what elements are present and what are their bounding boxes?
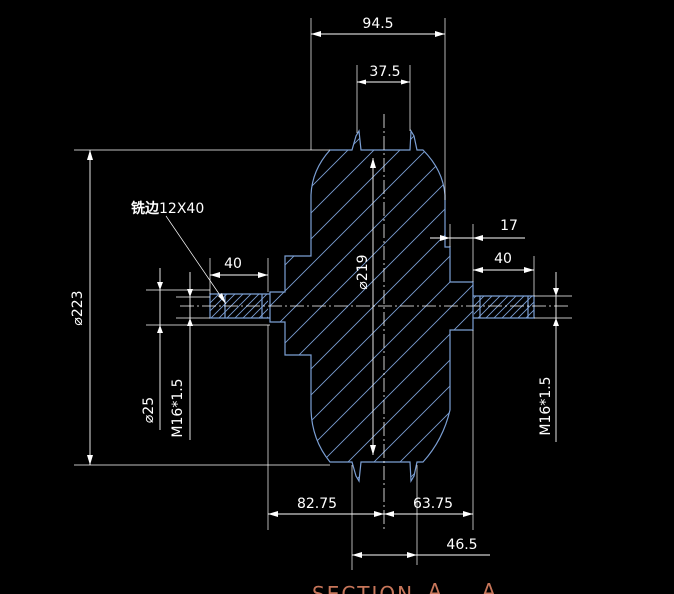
- section-letter-1: A: [428, 579, 444, 594]
- hatch-line: [658, 120, 674, 490]
- hatch-line: [538, 292, 568, 322]
- dim-text-17: 17: [500, 218, 518, 234]
- hatch-line: [270, 131, 301, 481]
- milling-text: 铣边12X40: [131, 200, 204, 217]
- hatch-line: [546, 292, 576, 322]
- hatch-line: [485, 296, 509, 318]
- milling-callout: 铣边12X40: [131, 200, 227, 305]
- hatch-line: [402, 292, 432, 322]
- dim-left-shaft-length: 40: [209, 256, 269, 294]
- hatch-line: [386, 292, 416, 322]
- dim-text-right-m16: M16*1.5: [538, 376, 554, 435]
- hatch-line: [562, 292, 592, 322]
- section-title-text: SECTION: [312, 582, 414, 594]
- hatch-line: [474, 296, 477, 299]
- hatch-line: [378, 292, 408, 322]
- hatch-line: [270, 131, 275, 481]
- hatch-line: [442, 292, 472, 322]
- hatch-line: [517, 301, 534, 318]
- section-title: SECTION A A: [312, 579, 498, 594]
- hatch-line: [103, 290, 135, 322]
- hatch-line: [151, 290, 183, 322]
- body-hatching: [0, 120, 674, 490]
- hatch-line: [143, 290, 175, 322]
- hatch-line: [397, 131, 473, 481]
- dim-text-right-40: 40: [494, 251, 512, 267]
- dim-text-d219: ⌀219: [355, 254, 371, 289]
- dim-right-shaft-length: 40: [473, 251, 535, 296]
- hatch-line: [210, 294, 236, 318]
- dim-text-82-75: 82.75: [297, 496, 337, 512]
- hatch-line: [135, 290, 167, 322]
- dim-text-left-m16: M16*1.5: [170, 378, 186, 437]
- dim-text-d223: ⌀223: [70, 290, 86, 325]
- hatch-line: [0, 120, 66, 490]
- hatch-line: [111, 290, 143, 322]
- hatch-line: [119, 290, 151, 322]
- dim-text-37-5: 37.5: [369, 64, 400, 80]
- dim-bottom-overall: 82.75 63.75: [267, 325, 474, 530]
- dim-text-46-5: 46.5: [446, 537, 477, 553]
- dim-outer-diameter: ⌀223: [70, 149, 330, 466]
- dim-right-thread: M16*1.5: [534, 272, 572, 442]
- right-shaft-hatching: [370, 292, 592, 322]
- hatch-line: [270, 131, 473, 481]
- dim-body-diameter: ⌀219: [355, 158, 376, 455]
- hatch-line: [370, 292, 400, 322]
- hatch-line: [509, 296, 533, 318]
- hatch-line: [345, 131, 473, 481]
- hatch-line: [270, 131, 431, 481]
- hatch-line: [270, 131, 473, 481]
- dim-bottom-width: 46.5: [351, 465, 490, 570]
- hatch-line: [493, 296, 517, 318]
- hatch-line: [525, 309, 534, 318]
- hatch-line: [319, 131, 473, 481]
- hatch-line: [477, 296, 501, 318]
- hatch-line: [0, 120, 118, 490]
- hatch-line: [0, 120, 196, 490]
- section-letter-2: A: [482, 579, 498, 594]
- hatch-line: [418, 292, 448, 322]
- dim-right-step: 17: [430, 218, 525, 282]
- dim-left-shaft-diameter: ⌀25 M16*1.5: [141, 268, 270, 440]
- hatch-line: [210, 294, 220, 304]
- hatch-line: [476, 120, 674, 490]
- hatch-line: [270, 131, 405, 481]
- hatch-line: [226, 294, 252, 318]
- hatch-line: [554, 292, 584, 322]
- hatch-line: [434, 292, 464, 322]
- hatch-line: [606, 120, 674, 490]
- hatch-line: [270, 131, 457, 481]
- dim-text-94-5: 94.5: [362, 16, 393, 32]
- hatch-line: [270, 131, 379, 481]
- hatch-line: [127, 290, 159, 322]
- hatch-line: [580, 120, 674, 490]
- dim-text-63-75: 63.75: [413, 496, 453, 512]
- dim-text-d25: ⌀25: [141, 397, 157, 423]
- dim-text-left-40: 40: [224, 256, 242, 272]
- hatch-line: [0, 120, 248, 490]
- right-shaft-outline: [473, 295, 535, 319]
- hatch-line: [501, 296, 525, 318]
- dim-groove-width: 37.5: [356, 64, 411, 133]
- hatch-line: [632, 120, 674, 490]
- hatch-line: [371, 131, 473, 481]
- hatch-line: [474, 296, 493, 315]
- dim-overall-width: 94.5: [310, 16, 446, 200]
- hatch-line: [270, 131, 473, 481]
- hatch-line: [554, 120, 674, 490]
- hub-body-outline: [269, 129, 474, 483]
- hatch-line: [258, 308, 268, 318]
- hatch-line: [474, 296, 485, 307]
- hatch-line: [0, 120, 40, 490]
- hatch-line: [293, 131, 473, 481]
- hatch-line: [0, 120, 222, 490]
- hatch-line: [270, 131, 327, 481]
